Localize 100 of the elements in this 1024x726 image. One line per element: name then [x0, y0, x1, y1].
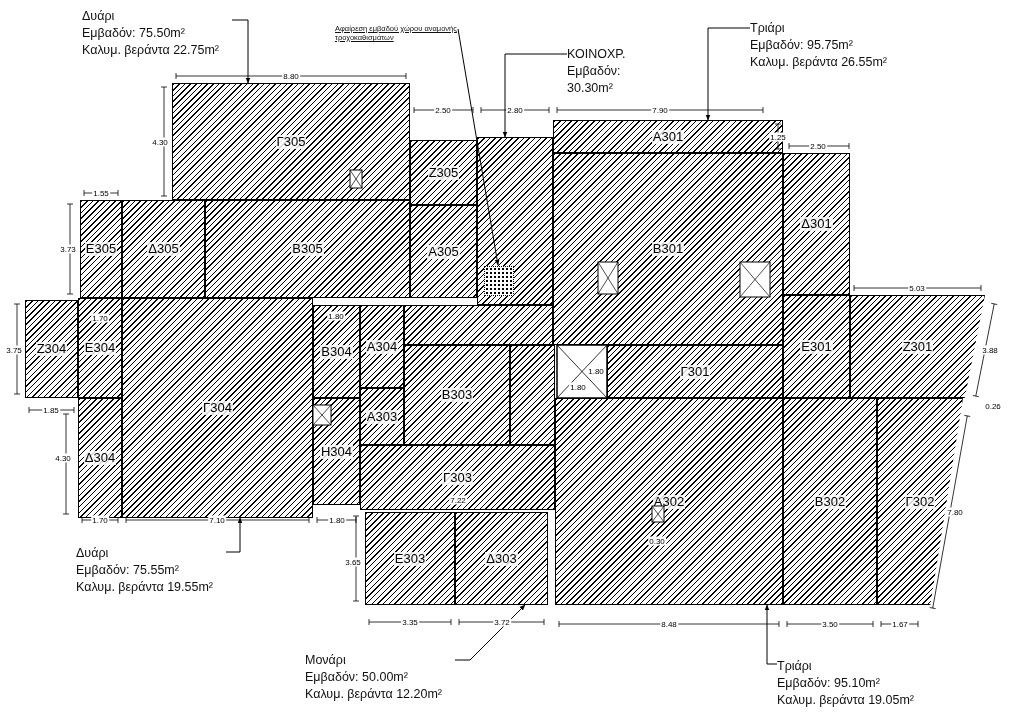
room-label: Ζ304 — [35, 342, 68, 356]
room-label: Α304 — [365, 339, 399, 354]
leader-line — [231, 19, 251, 84]
dimension-label: 5.03 — [908, 283, 926, 293]
room-label: Β303 — [440, 388, 474, 402]
dimension-label: 3.72 — [493, 617, 511, 627]
dimension-label: 0.26 — [984, 401, 1002, 411]
room-area — [313, 398, 360, 505]
room-area — [360, 305, 404, 388]
dimension-label: 1.80 — [587, 366, 605, 376]
room-label: Ζ305 — [427, 165, 460, 180]
room-label: Β301 — [651, 242, 685, 256]
leader-line — [454, 604, 526, 661]
room-label: Α303 — [365, 409, 399, 424]
area-text: Εμβαδόν: 50.00m² — [305, 669, 409, 686]
dimension-label: 7.80 — [946, 507, 964, 517]
area-text: Εμβαδόν: 75.55m² — [76, 562, 180, 579]
room-label: Ε304 — [83, 341, 117, 355]
leader-line — [502, 53, 568, 138]
room-area — [783, 398, 877, 605]
dimension-label: 1.70 — [91, 515, 109, 525]
room-label: Γ303 — [442, 470, 473, 485]
dimension-label: 1.80 — [328, 515, 346, 525]
dimension-label: 3.50 — [821, 619, 839, 629]
room-label: Α302 — [652, 494, 686, 509]
area-text: Εμβαδόν: 75.50m² — [82, 25, 186, 42]
area-text: Εμβαδόν: 95.75m² — [750, 37, 854, 54]
room-area — [78, 298, 122, 398]
room-area — [410, 205, 477, 298]
dimension-label: 3.88 — [981, 345, 999, 355]
veranda-area-text: Καλυμ. βεράντα 26.55m² — [750, 54, 888, 71]
room-label: Ε305 — [84, 242, 118, 256]
unit-type-heading: Τριάρι — [777, 658, 813, 675]
leader-line — [764, 604, 778, 665]
room-area — [555, 398, 783, 605]
room-label: Γ302 — [904, 494, 936, 509]
leader-line — [457, 28, 500, 266]
veranda-area-text: Καλυμ. βεράντα 12.20m² — [305, 686, 443, 703]
room-area — [783, 153, 850, 295]
room-label: Α301 — [651, 129, 685, 144]
room-label: Β302 — [813, 494, 847, 509]
dimension-label: 1.85 — [42, 405, 60, 415]
room-label: Δ301 — [800, 217, 833, 231]
dimension-label: 3.73 — [59, 244, 77, 254]
wheelchair-waiting-area — [484, 266, 514, 296]
room-label: Α305 — [427, 244, 460, 259]
room-label: Β305 — [291, 242, 324, 256]
room-area — [122, 298, 313, 518]
room-area — [410, 140, 477, 205]
veranda-area-text: Καλυμ. βεράντα 22.75m² — [82, 42, 220, 59]
area-text: Εμβαδόν: 95.10m² — [777, 675, 881, 692]
dimension-label: 8.80 — [282, 71, 300, 81]
room-label: Δ304 — [83, 451, 117, 465]
room-area — [365, 512, 455, 605]
room-area — [172, 83, 410, 200]
room-label: Δ303 — [485, 551, 518, 566]
room-label: Γ305 — [275, 134, 307, 149]
veranda-area-text: Καλυμ. βεράντα 19.55m² — [76, 579, 214, 596]
dimension-label: 2.50 — [809, 141, 827, 151]
dimension-label: 1.80 — [327, 311, 345, 321]
unit-type-heading: Δυάρι — [76, 545, 110, 562]
dimension-label: 1.25 — [769, 132, 787, 142]
room-area — [25, 300, 78, 398]
unit-type-heading: Μονάρι — [305, 652, 347, 669]
room-area — [122, 200, 205, 298]
dimension-label: 3.65 — [344, 557, 362, 567]
corridor-floor — [510, 345, 555, 445]
room-label: Β304 — [320, 344, 353, 359]
room-label: Γ301 — [679, 364, 711, 379]
dimension-label: 0.30 — [648, 536, 666, 546]
room-area — [607, 345, 783, 398]
dimension-label: 1.55 — [92, 188, 110, 198]
dimension-label: 7.90 — [651, 105, 669, 115]
room-area — [404, 345, 510, 445]
area-heading: ΚΟΙΝΟΧΡ. — [567, 46, 627, 63]
room-area — [78, 398, 122, 518]
dimension-label: 4.30 — [151, 137, 169, 147]
room-area — [877, 398, 963, 605]
room-label: Δ305 — [147, 242, 180, 256]
room-area — [553, 153, 783, 345]
dimension-label: 7.10 — [208, 515, 226, 525]
room-label: Ε301 — [800, 339, 833, 354]
room-area — [360, 388, 404, 445]
dimension-label: 1.70 — [91, 313, 109, 323]
room-area — [80, 200, 122, 298]
room-label: Ε303 — [393, 551, 427, 566]
area-text: Εμβαδόν: 30.30m² — [567, 63, 622, 97]
dimension-label: 4.30 — [54, 453, 72, 463]
room-label: Γ304 — [202, 401, 233, 415]
room-area — [783, 295, 850, 398]
room-area — [850, 295, 985, 398]
room-label: Η304 — [319, 444, 354, 459]
room-area — [313, 305, 360, 398]
leader-line — [705, 27, 751, 121]
room-area — [205, 200, 410, 298]
dimension-label: 2.80 — [506, 105, 524, 115]
room-area — [360, 445, 555, 510]
common-area — [477, 137, 553, 305]
dimension-label: 7.22 — [449, 495, 467, 505]
veranda-area-text: Καλυμ. βεράντα 19.05m² — [777, 692, 915, 709]
